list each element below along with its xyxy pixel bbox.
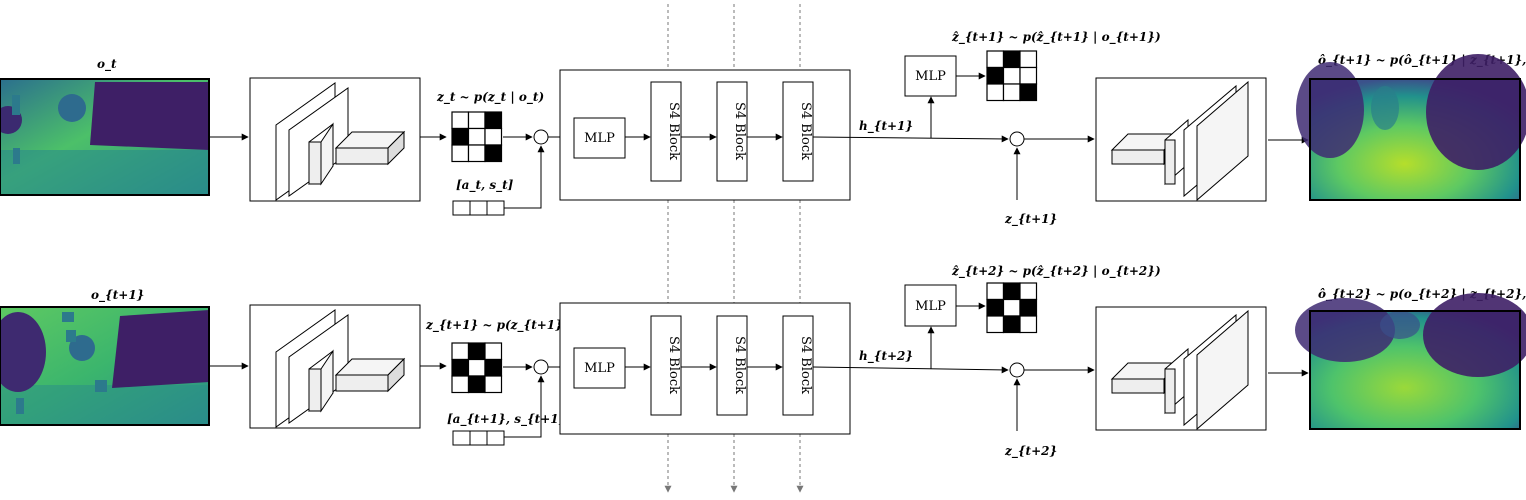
encoder-2 <box>249 304 421 429</box>
grid-cell <box>484 342 503 361</box>
action-vector-1 <box>452 200 505 216</box>
prior-label-2: ẑ_{t+2} ~ p(ẑ_{t+2} | o_{t+2}) <box>951 264 1161 279</box>
grid-cell <box>1019 315 1038 334</box>
row-2: o_{t+1} z_{t+1} <box>0 264 1526 459</box>
prior-label-1: ẑ_{t+1} ~ p(ẑ_{t+1} | o_{t+1}) <box>951 30 1161 45</box>
input-depth-image-2 <box>0 306 210 426</box>
concat-node-1 <box>533 129 549 145</box>
svg-text:S4 Block: S4 Block <box>798 102 813 160</box>
grid-cell <box>986 282 1005 301</box>
svg-text:S4 Block: S4 Block <box>732 336 747 394</box>
grid-cell <box>467 375 486 394</box>
grid-cell <box>1019 282 1038 301</box>
grid-cell <box>986 66 1005 85</box>
grid-cell <box>484 111 503 130</box>
concat-node-2 <box>533 359 549 375</box>
s4-block-1-1: S4 Block <box>650 81 682 182</box>
svg-text:S4 Block: S4 Block <box>666 102 681 160</box>
grid-cell <box>467 342 486 361</box>
s4-block-2-3: S4 Block <box>782 315 814 416</box>
svg-text:S4 Block: S4 Block <box>732 102 747 160</box>
action-label-1: [a_t, s_t] <box>456 178 514 193</box>
grid-cell <box>986 298 1005 317</box>
grid-cell <box>1002 315 1021 334</box>
action-label-2: [a_{t+1}, s_{t+1}] <box>447 412 572 427</box>
decoder-1 <box>1095 77 1267 202</box>
z-next-label-1: z_{t+1} <box>1004 212 1057 227</box>
latent-grid-2 <box>451 342 503 394</box>
grid-cell <box>1019 50 1038 69</box>
grid-cell <box>467 111 486 130</box>
grid-cell <box>986 83 1005 102</box>
mlp-2 <box>573 347 626 389</box>
grid-cell <box>484 144 503 163</box>
grid-cell <box>451 111 470 130</box>
grid-cell <box>1002 298 1021 317</box>
grid-cell <box>451 127 470 146</box>
mlp-label-1: MLP <box>584 131 615 146</box>
grid-cell <box>1002 66 1021 85</box>
svg-text:S4 Block: S4 Block <box>798 336 813 394</box>
merge-node-1 <box>1009 131 1025 147</box>
grid-cell <box>986 315 1005 334</box>
grid-cell <box>1019 66 1038 85</box>
svg-text:S4 Block: S4 Block <box>666 336 681 394</box>
grid-cell <box>1019 298 1038 317</box>
grid-cell <box>451 358 470 377</box>
latent-label-1: z_t ~ p(z_t | o_t) <box>436 90 544 105</box>
grid-cell <box>451 375 470 394</box>
input-label-1: o_t <box>97 57 117 72</box>
prior-mlp-2 <box>904 284 957 327</box>
decoder-2 <box>1095 306 1267 431</box>
grid-cell <box>467 127 486 146</box>
action-vector-2 <box>452 430 505 446</box>
grid-cell <box>451 144 470 163</box>
grid-cell <box>1019 83 1038 102</box>
prior-mlp-1 <box>904 55 957 97</box>
grid-cell <box>1002 83 1021 102</box>
grid-cell <box>484 375 503 394</box>
grid-cell <box>484 127 503 146</box>
input-depth-image-1 <box>0 78 210 196</box>
mlp-1 <box>573 117 626 159</box>
prior-mlp-label-1: MLP <box>915 69 946 84</box>
s4-block-2-1: S4 Block <box>650 315 682 416</box>
grid-cell <box>467 358 486 377</box>
hidden-label-1: h_{t+1} <box>859 119 913 134</box>
grid-cell <box>451 342 470 361</box>
input-label-2: o_{t+1} <box>91 288 144 303</box>
latent-grid-1 <box>451 111 503 163</box>
grid-cell <box>484 358 503 377</box>
output-depth-image-1 <box>1296 54 1526 201</box>
grid-cell <box>1002 282 1021 301</box>
grid-cell <box>1002 50 1021 69</box>
s4-block-1-3: S4 Block <box>782 81 814 182</box>
row-1: o_t z_t ~ p(z_t <box>0 30 1526 227</box>
output-depth-image-2 <box>1295 293 1526 430</box>
s4-block-1-2: S4 Block <box>716 81 748 182</box>
s4-block-2-2: S4 Block <box>716 315 748 416</box>
prior-grid-2 <box>986 282 1038 334</box>
mlp-label-2: MLP <box>584 361 615 376</box>
merge-node-2 <box>1009 362 1025 378</box>
grid-cell <box>467 144 486 163</box>
hidden-label-2: h_{t+2} <box>859 349 913 364</box>
grid-cell <box>986 50 1005 69</box>
prior-grid-1 <box>986 50 1038 102</box>
z-next-label-2: z_{t+2} <box>1004 444 1057 459</box>
encoder-1 <box>249 77 421 202</box>
prior-mlp-label-2: MLP <box>915 299 946 314</box>
